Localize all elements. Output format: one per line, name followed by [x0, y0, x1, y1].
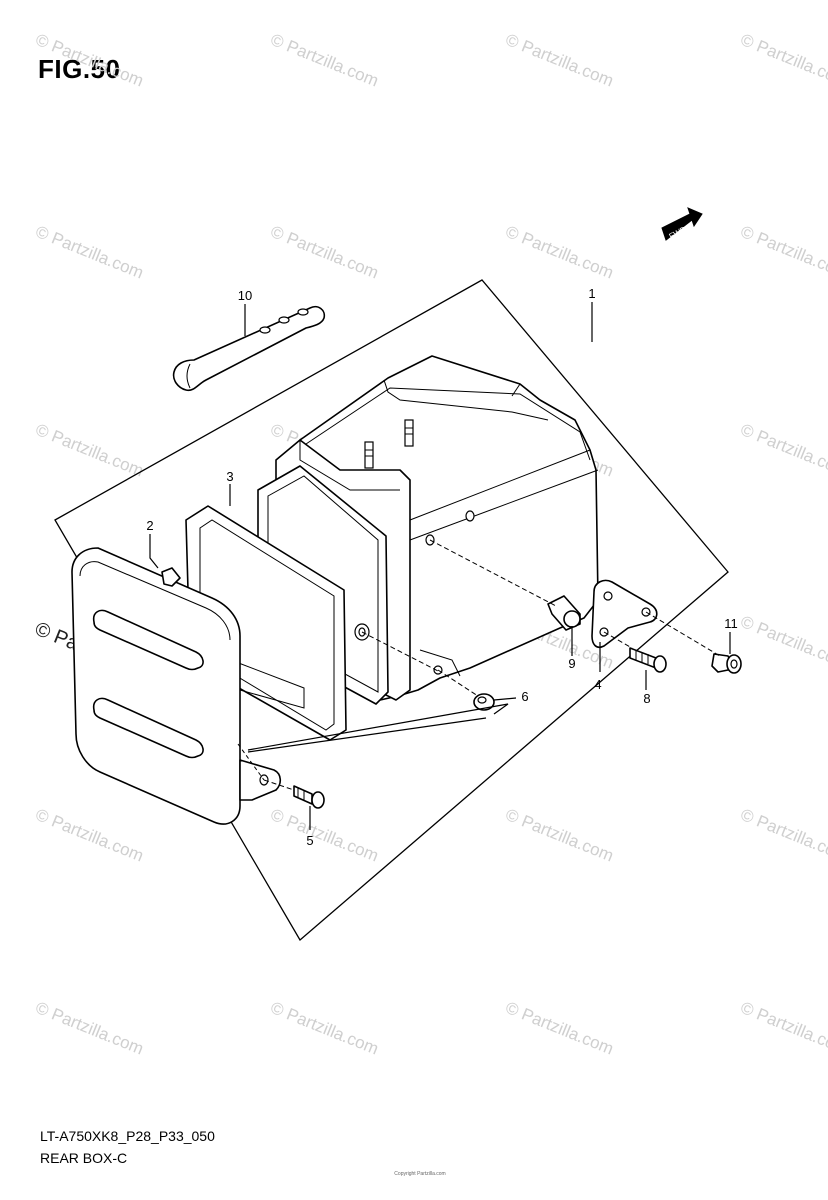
part-6-grommet — [473, 693, 495, 711]
callout-11: 11 — [724, 616, 738, 631]
part-9-collar — [547, 595, 581, 631]
callout-10: 10 — [238, 288, 252, 303]
part-10-strap — [172, 305, 326, 392]
callout-4: 4 — [594, 677, 601, 692]
model-code: LT-A750XK8_P28_P33_050 — [40, 1128, 215, 1144]
part-8-screw — [629, 647, 667, 673]
part-2-cover — [71, 547, 282, 825]
copyright-strip: Copyright Partzilla.com — [394, 1171, 446, 1177]
callout-2: 2 — [146, 518, 153, 533]
leader-lines — [149, 302, 731, 830]
callout-8: 8 — [643, 691, 650, 706]
callout-1: 1 — [588, 286, 595, 301]
callout-5: 5 — [306, 833, 313, 848]
part-4-bracket — [591, 579, 658, 649]
fwd-arrow-icon: FWD — [661, 207, 703, 241]
callout-3: 3 — [226, 469, 233, 484]
part-5-screw — [293, 785, 325, 809]
section-name: REAR BOX-C — [40, 1150, 128, 1166]
callout-9: 9 — [568, 656, 575, 671]
part-11-bolt — [711, 653, 742, 674]
callout-6: 6 — [521, 689, 528, 704]
figure-title: FIG.50 — [38, 54, 121, 84]
assembly-guide-lines — [237, 539, 721, 791]
